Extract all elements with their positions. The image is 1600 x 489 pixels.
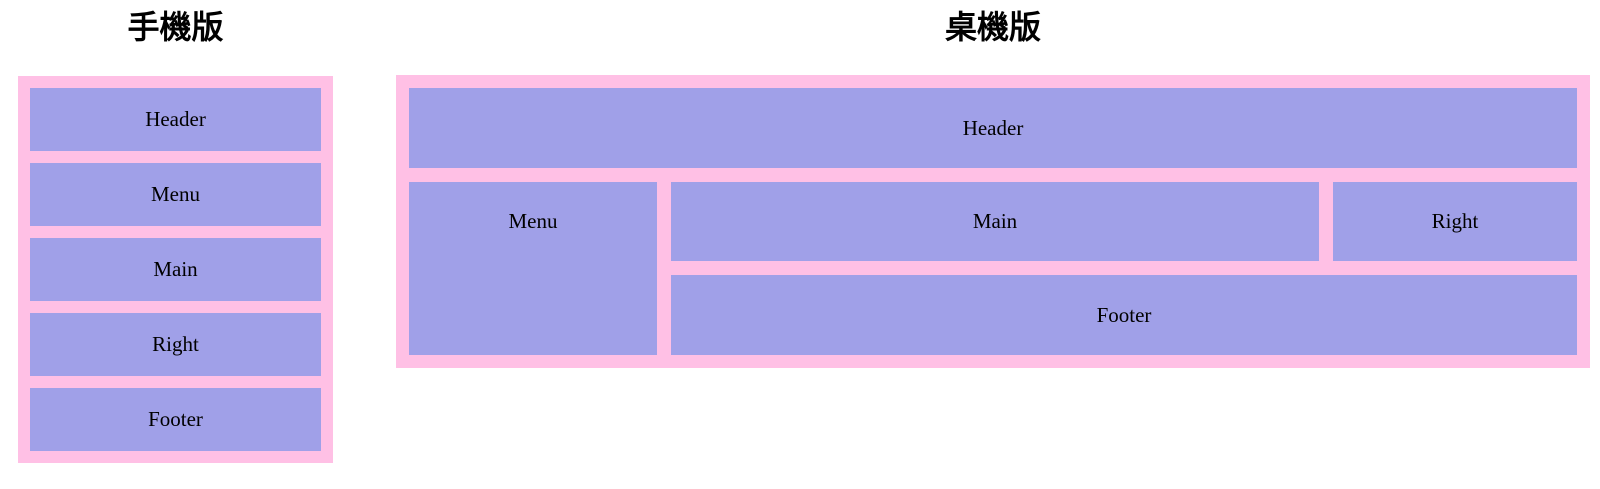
desktop-menu-box: Menu [409, 182, 657, 355]
desktop-layout-panel: Header Menu Main Right Footer [396, 75, 1590, 368]
mobile-right-box: Right [30, 313, 321, 376]
mobile-main-box: Main [30, 238, 321, 301]
mobile-layout-panel: Header Menu Main Right Footer [18, 76, 333, 463]
desktop-header-box: Header [409, 88, 1577, 168]
mobile-header-box: Header [30, 88, 321, 151]
desktop-main-box: Main [671, 182, 1319, 261]
mobile-version-title: 手機版 [127, 9, 224, 45]
desktop-footer-box: Footer [671, 275, 1577, 355]
desktop-right-box: Right [1333, 182, 1577, 261]
mobile-footer-box: Footer [30, 388, 321, 451]
desktop-version-title: 桌機版 [944, 9, 1041, 45]
mobile-menu-box: Menu [30, 163, 321, 226]
